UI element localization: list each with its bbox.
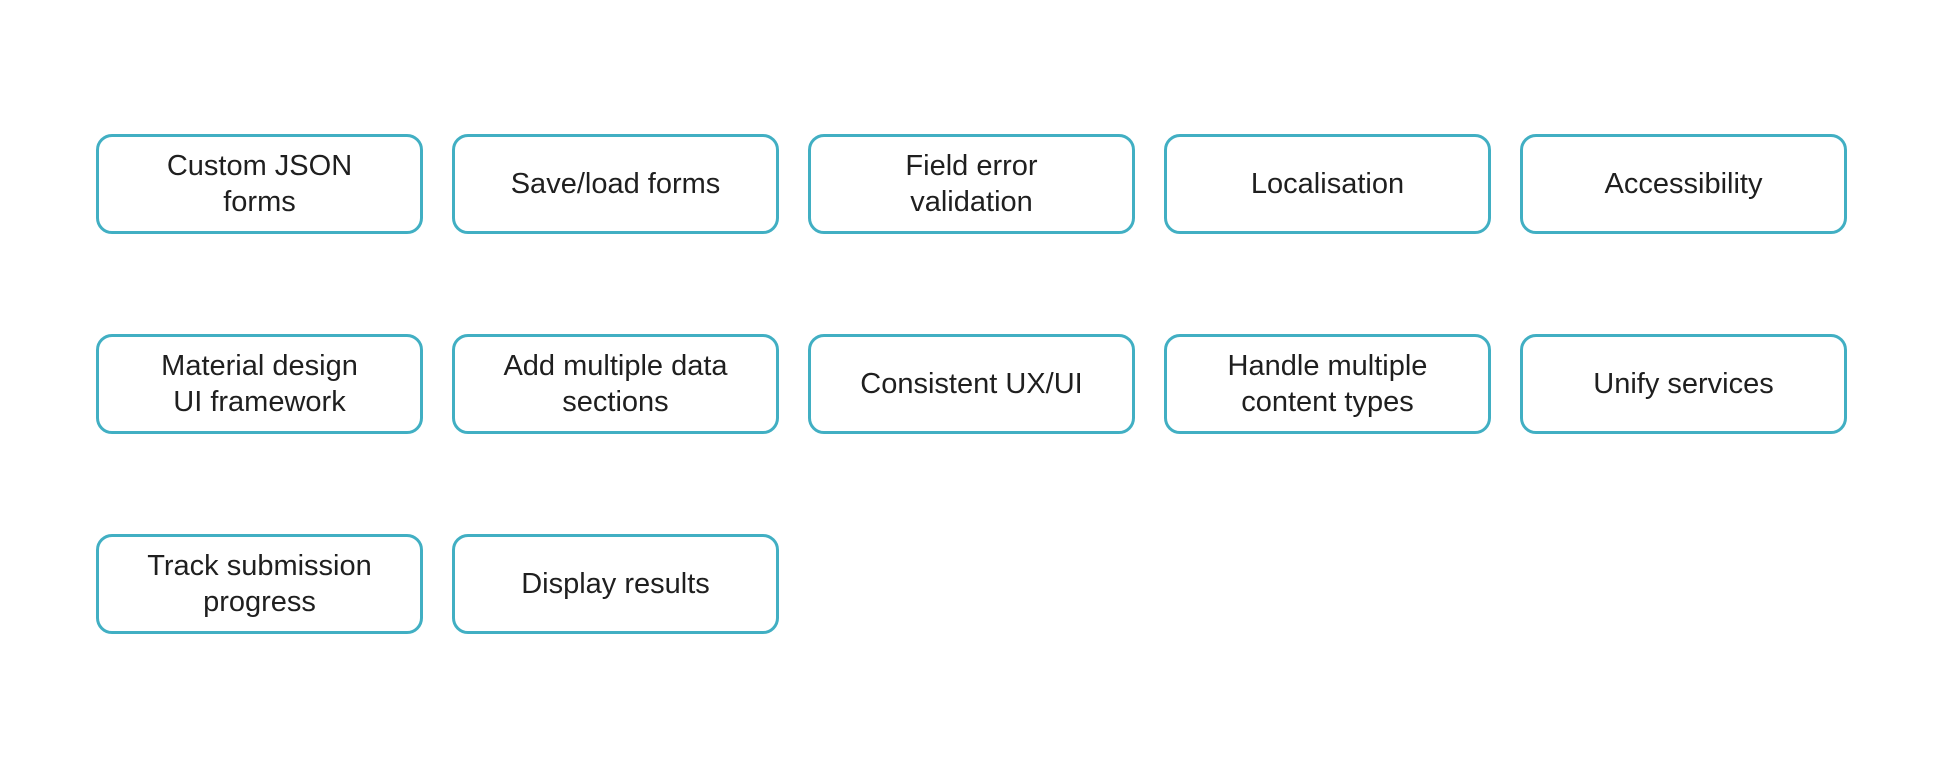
feature-card-label: Display results [521,568,710,600]
feature-card-label: Material design UI framework [161,350,358,418]
feature-card-label: Unify services [1593,368,1774,400]
feature-card-label: Save/load forms [510,168,721,200]
feature-card-track-submission-progress[interactable]: Track submission progress [96,534,423,634]
feature-card-label: Handle multiple content types [1227,350,1428,418]
feature-card-custom-json-forms[interactable]: Custom JSON forms [96,134,423,234]
feature-card-material-design-ui-framework[interactable]: Material design UI framework [96,334,423,434]
feature-card-accessibility[interactable]: Accessibility [1520,134,1847,234]
feature-card-label: Accessibility [1604,168,1763,200]
feature-card-label: Add multiple data sections [503,350,728,418]
feature-card-localisation[interactable]: Localisation [1164,134,1491,234]
feature-card-unify-services[interactable]: Unify services [1520,334,1847,434]
feature-card-grid: Custom JSON forms Save/load forms Field … [96,134,1847,634]
feature-card-handle-multiple-content-types[interactable]: Handle multiple content types [1164,334,1491,434]
feature-card-label: Track submission progress [147,550,372,618]
feature-card-label: Consistent UX/UI [860,368,1083,400]
feature-card-display-results[interactable]: Display results [452,534,779,634]
feature-card-label: Field error validation [905,150,1038,218]
feature-card-field-error-validation[interactable]: Field error validation [808,134,1135,234]
feature-card-save-load-forms[interactable]: Save/load forms [452,134,779,234]
feature-card-label: Localisation [1250,168,1405,200]
feature-card-consistent-ux-ui[interactable]: Consistent UX/UI [808,334,1135,434]
feature-card-add-multiple-data-sections[interactable]: Add multiple data sections [452,334,779,434]
feature-card-label: Custom JSON forms [166,150,353,218]
